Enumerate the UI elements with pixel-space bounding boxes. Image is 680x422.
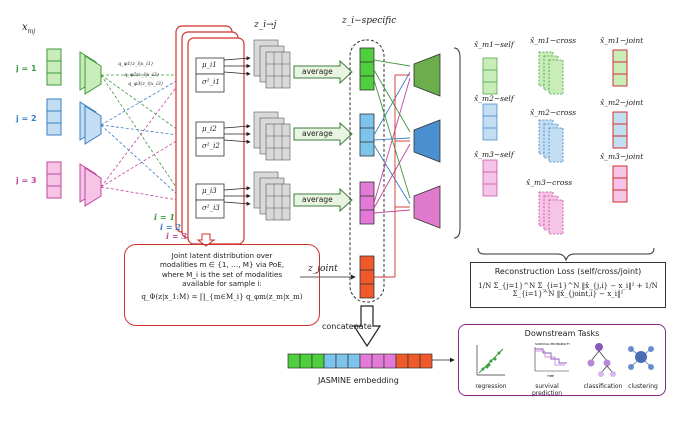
mu-2: μ_i2 bbox=[202, 125, 217, 133]
embedding-cell bbox=[347, 353, 361, 369]
input-label-sub: mj bbox=[27, 28, 36, 35]
sample-label-3: i = 3 bbox=[166, 231, 187, 241]
z-specific-dashed-container bbox=[349, 39, 385, 303]
encoder-connections bbox=[100, 74, 179, 201]
reconstruction-loss-box: Reconstruction Loss (self/cross/joint) 1… bbox=[470, 262, 666, 308]
recon-self-2: x̂_m2−self bbox=[474, 94, 514, 103]
modality-label-2: j = 2 bbox=[16, 114, 37, 123]
average-label-2: average bbox=[302, 129, 333, 138]
average-label-3: average bbox=[302, 195, 333, 204]
average-label-1: average bbox=[302, 67, 333, 76]
output-bracket bbox=[453, 47, 461, 239]
embedding-cell bbox=[323, 353, 337, 369]
task-regression: regression bbox=[475, 383, 507, 390]
regression-icon bbox=[476, 345, 505, 376]
poe-line-3: where M_i is the set of modalities bbox=[161, 269, 283, 279]
task-clustering: clustering bbox=[628, 383, 658, 390]
z-cross-label: z_i→j bbox=[254, 20, 277, 30]
poe-description-box: Joint latent distribution over modalitie… bbox=[124, 244, 320, 326]
cross-reconstructions bbox=[538, 51, 564, 235]
survival-time-label: TIME bbox=[546, 374, 554, 378]
recon-self-3: x̂_m3−self bbox=[474, 150, 514, 159]
mu-3: μ_i3 bbox=[202, 187, 217, 195]
jasmine-embedding-bar bbox=[287, 353, 433, 369]
encoder-label-1: q_φ1(z_i|x_i1) bbox=[118, 61, 153, 67]
embedding-cell bbox=[299, 353, 313, 369]
input-modality-3 bbox=[46, 161, 102, 207]
recon-brace bbox=[477, 247, 655, 262]
z-specific-label: z_i−specific bbox=[342, 16, 397, 26]
poe-line-1: Joint latent distribution over bbox=[171, 251, 273, 260]
embedding-cell bbox=[383, 353, 397, 369]
recon-cross-3: x̂_m3−cross bbox=[526, 178, 573, 187]
embedding-cell bbox=[419, 353, 433, 369]
cross-latent-grids bbox=[253, 39, 291, 221]
task-survival: survival prediction bbox=[531, 383, 563, 397]
embedding-cell bbox=[395, 353, 409, 369]
survival-axis-label: SURVIVAL PROBABILITY bbox=[535, 342, 570, 346]
input-label: xmj bbox=[22, 22, 36, 35]
joint-reconstructions bbox=[612, 49, 628, 203]
recon-joint-3: x̂_m3−joint bbox=[600, 152, 644, 161]
input-modality-1 bbox=[46, 48, 102, 95]
sigma-3: σ²_i3 bbox=[202, 204, 220, 212]
recon-joint-1: x̂_m1−joint bbox=[600, 36, 644, 45]
sample-label-1: i = 1 bbox=[154, 212, 175, 222]
poe-formula: q_Φ(z|x_1:M) = ∏_{m∈M_i} q_φm(z_m|x_m) bbox=[141, 291, 303, 301]
recon-cross-1: x̂_m1−cross bbox=[530, 36, 577, 45]
poe-line-2: modalities m ∈ {1, …, M} via PoE, bbox=[159, 260, 285, 270]
embedding-cell bbox=[311, 353, 325, 369]
encoder-label-3: q_φ3(z_i|x_i3) bbox=[128, 81, 163, 87]
z-specific-vectors bbox=[359, 47, 375, 299]
clustering-icon bbox=[628, 346, 654, 370]
survival-icon: SURVIVAL PROBABILITY TIME bbox=[534, 342, 570, 378]
encoder-label-2: q_φ2(z_i|x_i2) bbox=[124, 72, 159, 78]
embedding-cell bbox=[371, 353, 385, 369]
recon-self-1: x̂_m1−self bbox=[474, 40, 514, 49]
downstream-title: Downstream Tasks bbox=[524, 329, 600, 338]
concatenate-label: concatenate bbox=[322, 322, 372, 331]
decoders bbox=[413, 53, 441, 229]
self-reconstructions bbox=[482, 57, 498, 197]
sample-label-2: i = 2 bbox=[160, 222, 181, 232]
poe-line-4: available for sample i: bbox=[182, 279, 262, 289]
embedding-cell bbox=[359, 353, 373, 369]
z-joint-label: z_joint bbox=[308, 264, 338, 274]
embedding-label: JASMINE embedding bbox=[318, 376, 399, 385]
downstream-tasks-box: Downstream Tasks SURVIVAL PROBABILITY TI… bbox=[458, 324, 666, 397]
recon-loss-title: Reconstruction Loss (self/cross/joint) bbox=[494, 267, 642, 276]
mu-1: μ_i1 bbox=[202, 61, 217, 69]
poe-arrow bbox=[196, 233, 216, 247]
decoder-connections bbox=[373, 59, 411, 278]
sigma-1: σ²_i1 bbox=[202, 78, 220, 86]
concatenate-arrow bbox=[352, 305, 382, 348]
embedding-cell bbox=[335, 353, 349, 369]
embedding-cell bbox=[407, 353, 421, 369]
recon-joint-2: x̂_m2−joint bbox=[600, 98, 644, 107]
recon-cross-2: x̂_m2−cross bbox=[530, 108, 577, 117]
input-modality-2 bbox=[46, 98, 102, 145]
sigma-2: σ²_i2 bbox=[202, 142, 220, 150]
task-classification: classification bbox=[583, 383, 623, 390]
downstream-icons: SURVIVAL PROBABILITY TIME bbox=[476, 342, 654, 378]
modality-label-1: j = 1 bbox=[16, 64, 37, 73]
embedding-cell bbox=[287, 353, 301, 369]
classification-icon bbox=[587, 343, 616, 377]
modality-label-3: j = 3 bbox=[16, 176, 37, 185]
recon-loss-formula: 1/N Σ_{j=1}^N Σ_{i=1}^N ‖x̂_{j,i} − x_i‖… bbox=[478, 282, 658, 298]
average-arrows bbox=[293, 59, 353, 213]
